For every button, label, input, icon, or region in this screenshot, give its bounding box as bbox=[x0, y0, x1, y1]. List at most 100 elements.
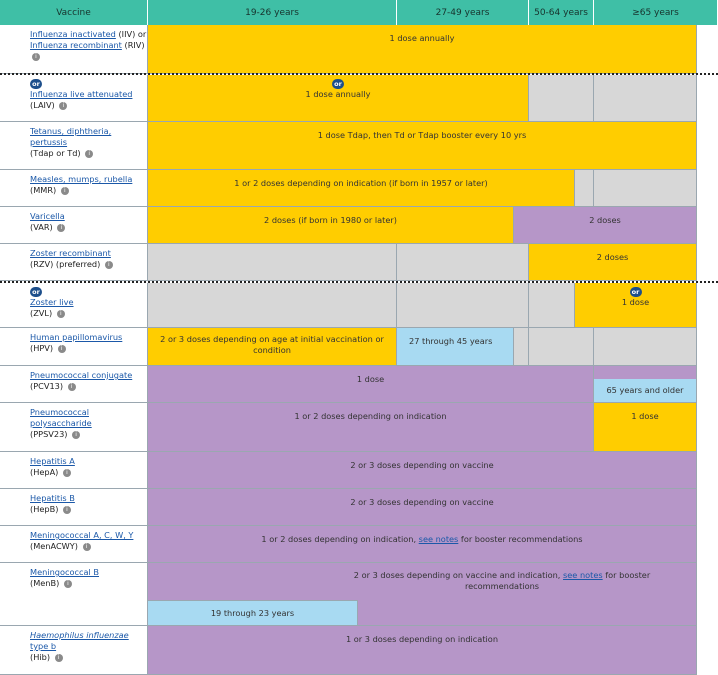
abbr: (VAR) bbox=[30, 222, 53, 232]
row-zoster-recombinant: Zoster recombinant (RZV) (preferred) i bbox=[0, 244, 148, 281]
info-icon[interactable]: i bbox=[63, 505, 72, 514]
bar-not-recommended bbox=[529, 283, 575, 328]
info-icon[interactable]: i bbox=[85, 149, 94, 158]
header-27-49: 27-49 years bbox=[397, 0, 529, 25]
link-tdap[interactable]: Tetanus, diphtheria, pertussis bbox=[30, 126, 112, 147]
abbr: (PPSV23) bbox=[30, 429, 68, 439]
info-icon[interactable]: i bbox=[67, 382, 76, 391]
bar-not-recommended bbox=[148, 283, 397, 328]
bar-risk: 1 or 3 doses depending on indication bbox=[148, 626, 697, 675]
bar-risk: 1 or 2 doses depending on indication, se… bbox=[148, 526, 697, 563]
joiner-text: or bbox=[137, 29, 147, 39]
link-hepb[interactable]: Hepatitis B bbox=[30, 493, 75, 503]
row-tdap: Tetanus, diphtheria, pertussis (Tdap or … bbox=[0, 122, 148, 170]
or-divider bbox=[0, 281, 718, 283]
abbr: (HepB) bbox=[30, 504, 59, 514]
link-hepa[interactable]: Hepatitis A bbox=[30, 456, 75, 466]
row-influenza-live: or Influenza live attenuated (LAIV) i bbox=[0, 75, 148, 122]
bar-recommended: or 1 dose annually bbox=[148, 75, 529, 122]
link-influenza-recombinant[interactable]: Influenza recombinant bbox=[30, 40, 122, 50]
bar-not-recommended bbox=[594, 170, 697, 207]
bar-catch-up: 19 through 23 years bbox=[148, 600, 358, 626]
bar-not-recommended bbox=[397, 244, 529, 281]
link-influenza-live[interactable]: Influenza live attenuated bbox=[30, 89, 133, 99]
bar-not-recommended bbox=[529, 75, 594, 122]
see-notes-link[interactable]: see notes bbox=[563, 570, 603, 580]
link-zoster-live[interactable]: Zoster live bbox=[30, 297, 74, 307]
bar-not-recommended bbox=[594, 328, 697, 366]
row-menb: Meningococcal B (MenB) i bbox=[0, 563, 148, 626]
abbr: (MMR) bbox=[30, 185, 57, 195]
link-zoster-recombinant[interactable]: Zoster recombinant bbox=[30, 248, 111, 258]
bar-catch-up: 27 through 45 years bbox=[397, 328, 514, 366]
abbr: (RZV) (preferred) bbox=[30, 259, 101, 269]
see-notes-link[interactable]: see notes bbox=[418, 534, 459, 544]
bar-not-recommended bbox=[529, 328, 594, 366]
bar-risk: 2 or 3 doses depending on vaccine bbox=[148, 489, 697, 526]
dose-text: 1 dose annually bbox=[305, 89, 371, 99]
abbr: (HPV) bbox=[30, 343, 54, 353]
info-icon[interactable]: i bbox=[72, 430, 81, 439]
bar-catch-up: 65 years and older bbox=[594, 379, 697, 403]
link-hib-type[interactable]: type b bbox=[30, 641, 57, 651]
abbr: (Hib) bbox=[30, 652, 51, 662]
bar-recommended: 1 dose Tdap, then Td or Tdap booster eve… bbox=[148, 122, 697, 170]
or-badge: or bbox=[30, 287, 42, 297]
row-ppsv23: Pneumococcal polysaccharide (PPSV23) i bbox=[0, 403, 148, 452]
link-ppsv23[interactable]: Pneumococcal polysaccharide bbox=[30, 407, 92, 428]
row-menacwy: Meningococcal A, C, W, Y (MenACWY) i bbox=[0, 526, 148, 563]
bar-not-recommended bbox=[594, 75, 697, 122]
or-badge: or bbox=[30, 79, 42, 89]
bar-risk: 2 or 3 doses depending on vaccine and in… bbox=[148, 563, 697, 626]
info-icon[interactable]: i bbox=[104, 260, 113, 269]
header-19-26: 19-26 years bbox=[148, 0, 397, 25]
abbr: (MenB) bbox=[30, 578, 60, 588]
row-zoster-live: or Zoster live (ZVL) i bbox=[0, 283, 148, 328]
link-hpv[interactable]: Human papillomavirus bbox=[30, 332, 123, 342]
header-65plus: ≥65 years bbox=[594, 0, 718, 25]
bar-recommended: 1 dose bbox=[594, 403, 697, 452]
link-pcv13[interactable]: Pneumococcal conjugate bbox=[30, 370, 133, 380]
link-varicella[interactable]: Varicella bbox=[30, 211, 65, 221]
info-icon[interactable]: i bbox=[57, 223, 66, 232]
info-icon[interactable]: i bbox=[32, 52, 40, 61]
info-icon[interactable]: i bbox=[56, 309, 65, 318]
abbr: (ZVL) bbox=[30, 308, 53, 318]
info-icon[interactable]: i bbox=[63, 579, 72, 588]
info-icon[interactable]: i bbox=[60, 186, 69, 195]
info-icon[interactable]: i bbox=[57, 344, 66, 353]
link-menb[interactable]: Meningococcal B bbox=[30, 567, 99, 577]
abbr: (RIV) bbox=[124, 40, 145, 50]
bar-not-recommended bbox=[575, 170, 594, 207]
bar-not-recommended bbox=[148, 244, 397, 281]
bar-risk bbox=[594, 366, 697, 379]
bar-risk: 1 dose bbox=[148, 366, 594, 403]
dose-text: for booster recommendations bbox=[464, 570, 651, 591]
abbr: (Tdap or Td) bbox=[30, 148, 81, 158]
link-influenza-inactivated[interactable]: Influenza inactivated bbox=[30, 29, 116, 39]
abbr: (LAIV) bbox=[30, 100, 55, 110]
bar-recommended: or 1 dose bbox=[575, 283, 697, 328]
abbr: (MenACWY) bbox=[30, 541, 78, 551]
bar-recommended: 2 or 3 doses depending on age at initial… bbox=[148, 328, 397, 366]
dose-text: for booster recommendations bbox=[458, 534, 583, 544]
link-menacwy[interactable]: Meningococcal A, C, W, Y bbox=[30, 530, 134, 540]
row-hpv: Human papillomavirus (HPV) i bbox=[0, 328, 148, 366]
bar-recommended: 2 doses bbox=[529, 244, 697, 281]
info-icon[interactable]: i bbox=[63, 468, 71, 477]
link-mmr[interactable]: Measles, mumps, rubella bbox=[30, 174, 133, 184]
row-mmr: Measles, mumps, rubella (MMR) i bbox=[0, 170, 148, 207]
info-icon[interactable]: i bbox=[59, 101, 68, 110]
info-icon[interactable]: i bbox=[54, 653, 63, 662]
row-hepb: Hepatitis B (HepB) i bbox=[0, 489, 148, 526]
bar-risk: 2 doses bbox=[514, 207, 697, 244]
row-varicella: Varicella (VAR) i bbox=[0, 207, 148, 244]
dose-text: 2 or 3 doses depending on vaccine and in… bbox=[353, 570, 563, 580]
bar-recommended: 1 or 2 doses depending on indication (if… bbox=[148, 170, 575, 207]
dose-text: 1 dose bbox=[621, 297, 650, 307]
link-hib[interactable]: Haemophilus influenzae bbox=[30, 630, 129, 640]
header-50-64: 50-64 years bbox=[529, 0, 594, 25]
header-vaccine: Vaccine bbox=[0, 0, 148, 25]
info-icon[interactable]: i bbox=[82, 542, 91, 551]
